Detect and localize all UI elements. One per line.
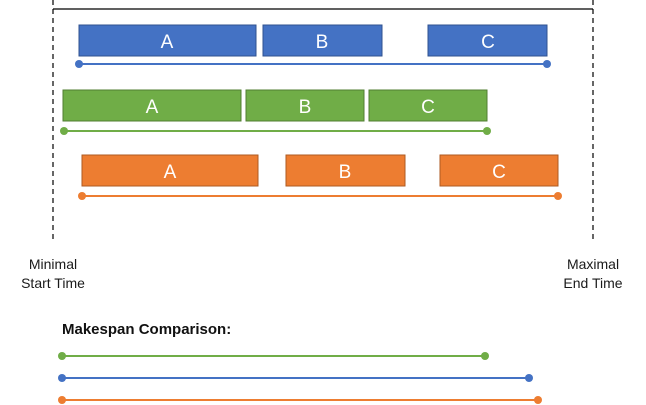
task-label-blue-b: B xyxy=(316,32,329,53)
makespan-start-dot-blue xyxy=(75,60,83,68)
task-bar-orange-a xyxy=(81,154,259,187)
max-end-label: Maximal End Time xyxy=(563,256,622,291)
task-label-blue-c: C xyxy=(481,32,495,53)
comparison-start-dot-blue xyxy=(58,374,66,382)
task-bar-green-c xyxy=(368,89,488,122)
min-start-label: Minimal Start Time xyxy=(21,256,85,291)
task-bar-orange-b xyxy=(285,154,406,187)
task-label-green-c: C xyxy=(421,97,435,118)
max-end-label-line1: Maximal xyxy=(567,256,619,272)
task-bar-blue-b xyxy=(262,24,383,57)
task-label-orange-b: B xyxy=(339,162,352,183)
min-start-label-line1: Minimal xyxy=(29,256,77,272)
task-bar-green-b xyxy=(245,89,365,122)
comparison-line-blue xyxy=(58,374,533,382)
task-bar-blue-c xyxy=(427,24,548,57)
comparison-start-dot-green xyxy=(58,352,66,360)
comparison-line-orange xyxy=(58,396,542,404)
makespan-end-dot-green xyxy=(483,127,491,135)
comparison-line-green xyxy=(58,352,489,360)
task-bar-orange-c xyxy=(439,154,559,187)
makespan-start-dot-orange xyxy=(78,192,86,200)
schedule-row-blue: A B C xyxy=(75,24,551,68)
comparison-start-dot-orange xyxy=(58,396,66,404)
makespan-start-dot-green xyxy=(60,127,68,135)
task-bar-blue-a xyxy=(78,24,257,57)
schedule-row-green: A B C xyxy=(60,89,491,135)
task-label-orange-c: C xyxy=(492,162,506,183)
task-label-green-a: A xyxy=(146,97,159,118)
comparison-end-dot-orange xyxy=(534,396,542,404)
comparison-end-dot-green xyxy=(481,352,489,360)
schedule-row-orange: A B C xyxy=(78,154,562,200)
comparison-title: Makespan Comparison: xyxy=(62,321,231,338)
comparison-end-dot-blue xyxy=(525,374,533,382)
task-label-green-b: B xyxy=(299,97,312,118)
task-bar-green-a xyxy=(62,89,242,122)
max-end-label-line2: End Time xyxy=(563,275,622,291)
min-start-label-line2: Start Time xyxy=(21,275,85,291)
time-window-frame xyxy=(52,0,594,243)
makespan-end-dot-orange xyxy=(554,192,562,200)
task-label-blue-a: A xyxy=(161,32,174,53)
task-label-orange-a: A xyxy=(164,162,177,183)
makespan-end-dot-blue xyxy=(543,60,551,68)
